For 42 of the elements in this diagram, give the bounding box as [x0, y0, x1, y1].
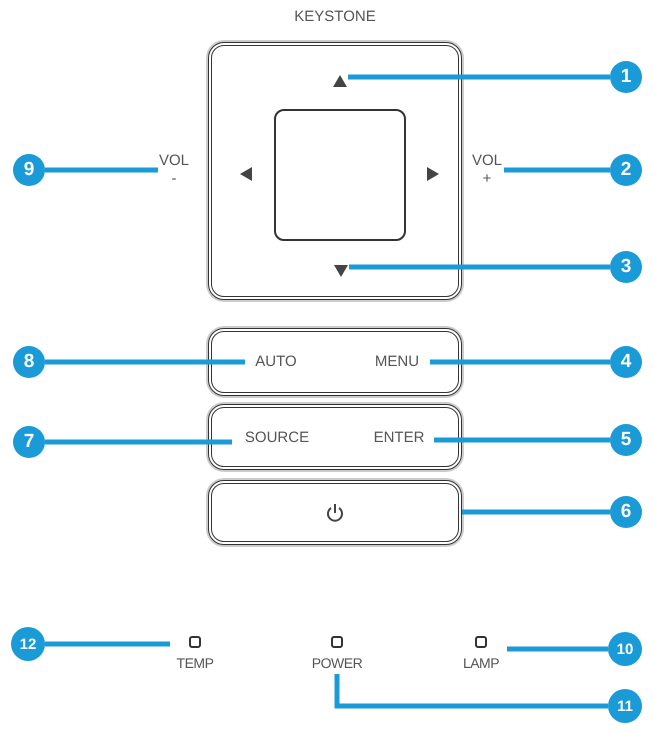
arrow-key-icon — [238, 166, 254, 182]
arrow-key-icon — [332, 73, 348, 89]
leader-line — [349, 264, 610, 270]
callout-number: 9 — [13, 154, 45, 186]
indicator-label: TEMP — [176, 654, 214, 672]
keypad-title: KEYSTONE — [293, 8, 377, 26]
button-label: AUTO — [245, 351, 307, 373]
leader-line — [45, 360, 245, 364]
callout-number: 6 — [610, 496, 642, 528]
button-label: VOL + — [470, 152, 504, 188]
callout-number: 7 — [13, 426, 45, 458]
callout-number: 3 — [610, 251, 642, 283]
callout-number: 8 — [13, 346, 45, 378]
callout-number: 2 — [610, 154, 642, 186]
indicator-label: POWER — [310, 654, 364, 672]
leader-line — [45, 440, 232, 444]
arrow-key-icon — [333, 263, 349, 279]
button-label: ENTER — [364, 427, 434, 449]
leader-line — [504, 168, 610, 172]
button-label: SOURCE — [232, 427, 322, 449]
callout-number: 10 — [608, 632, 642, 666]
leader-line — [348, 74, 610, 80]
arrow-key-icon — [425, 166, 441, 182]
button — [208, 328, 462, 396]
leader-line — [334, 674, 608, 708]
power-button — [208, 480, 462, 545]
callout-number: 1 — [610, 61, 642, 93]
leader-line — [430, 360, 610, 364]
indicator-label: LAMP — [462, 654, 500, 672]
callout-number: 11 — [608, 689, 642, 723]
button-label: MENU — [364, 351, 430, 373]
button — [208, 404, 462, 470]
callout-number: 5 — [610, 424, 642, 456]
leader-line — [434, 438, 610, 442]
leader-line — [45, 642, 170, 646]
center-button — [274, 109, 406, 241]
leader-line — [45, 168, 158, 172]
callout-number: 12 — [11, 627, 45, 661]
callout-number: 4 — [610, 346, 642, 378]
button-label: VOL - — [158, 152, 190, 188]
leader-line — [507, 646, 608, 652]
leader-line — [462, 510, 610, 514]
